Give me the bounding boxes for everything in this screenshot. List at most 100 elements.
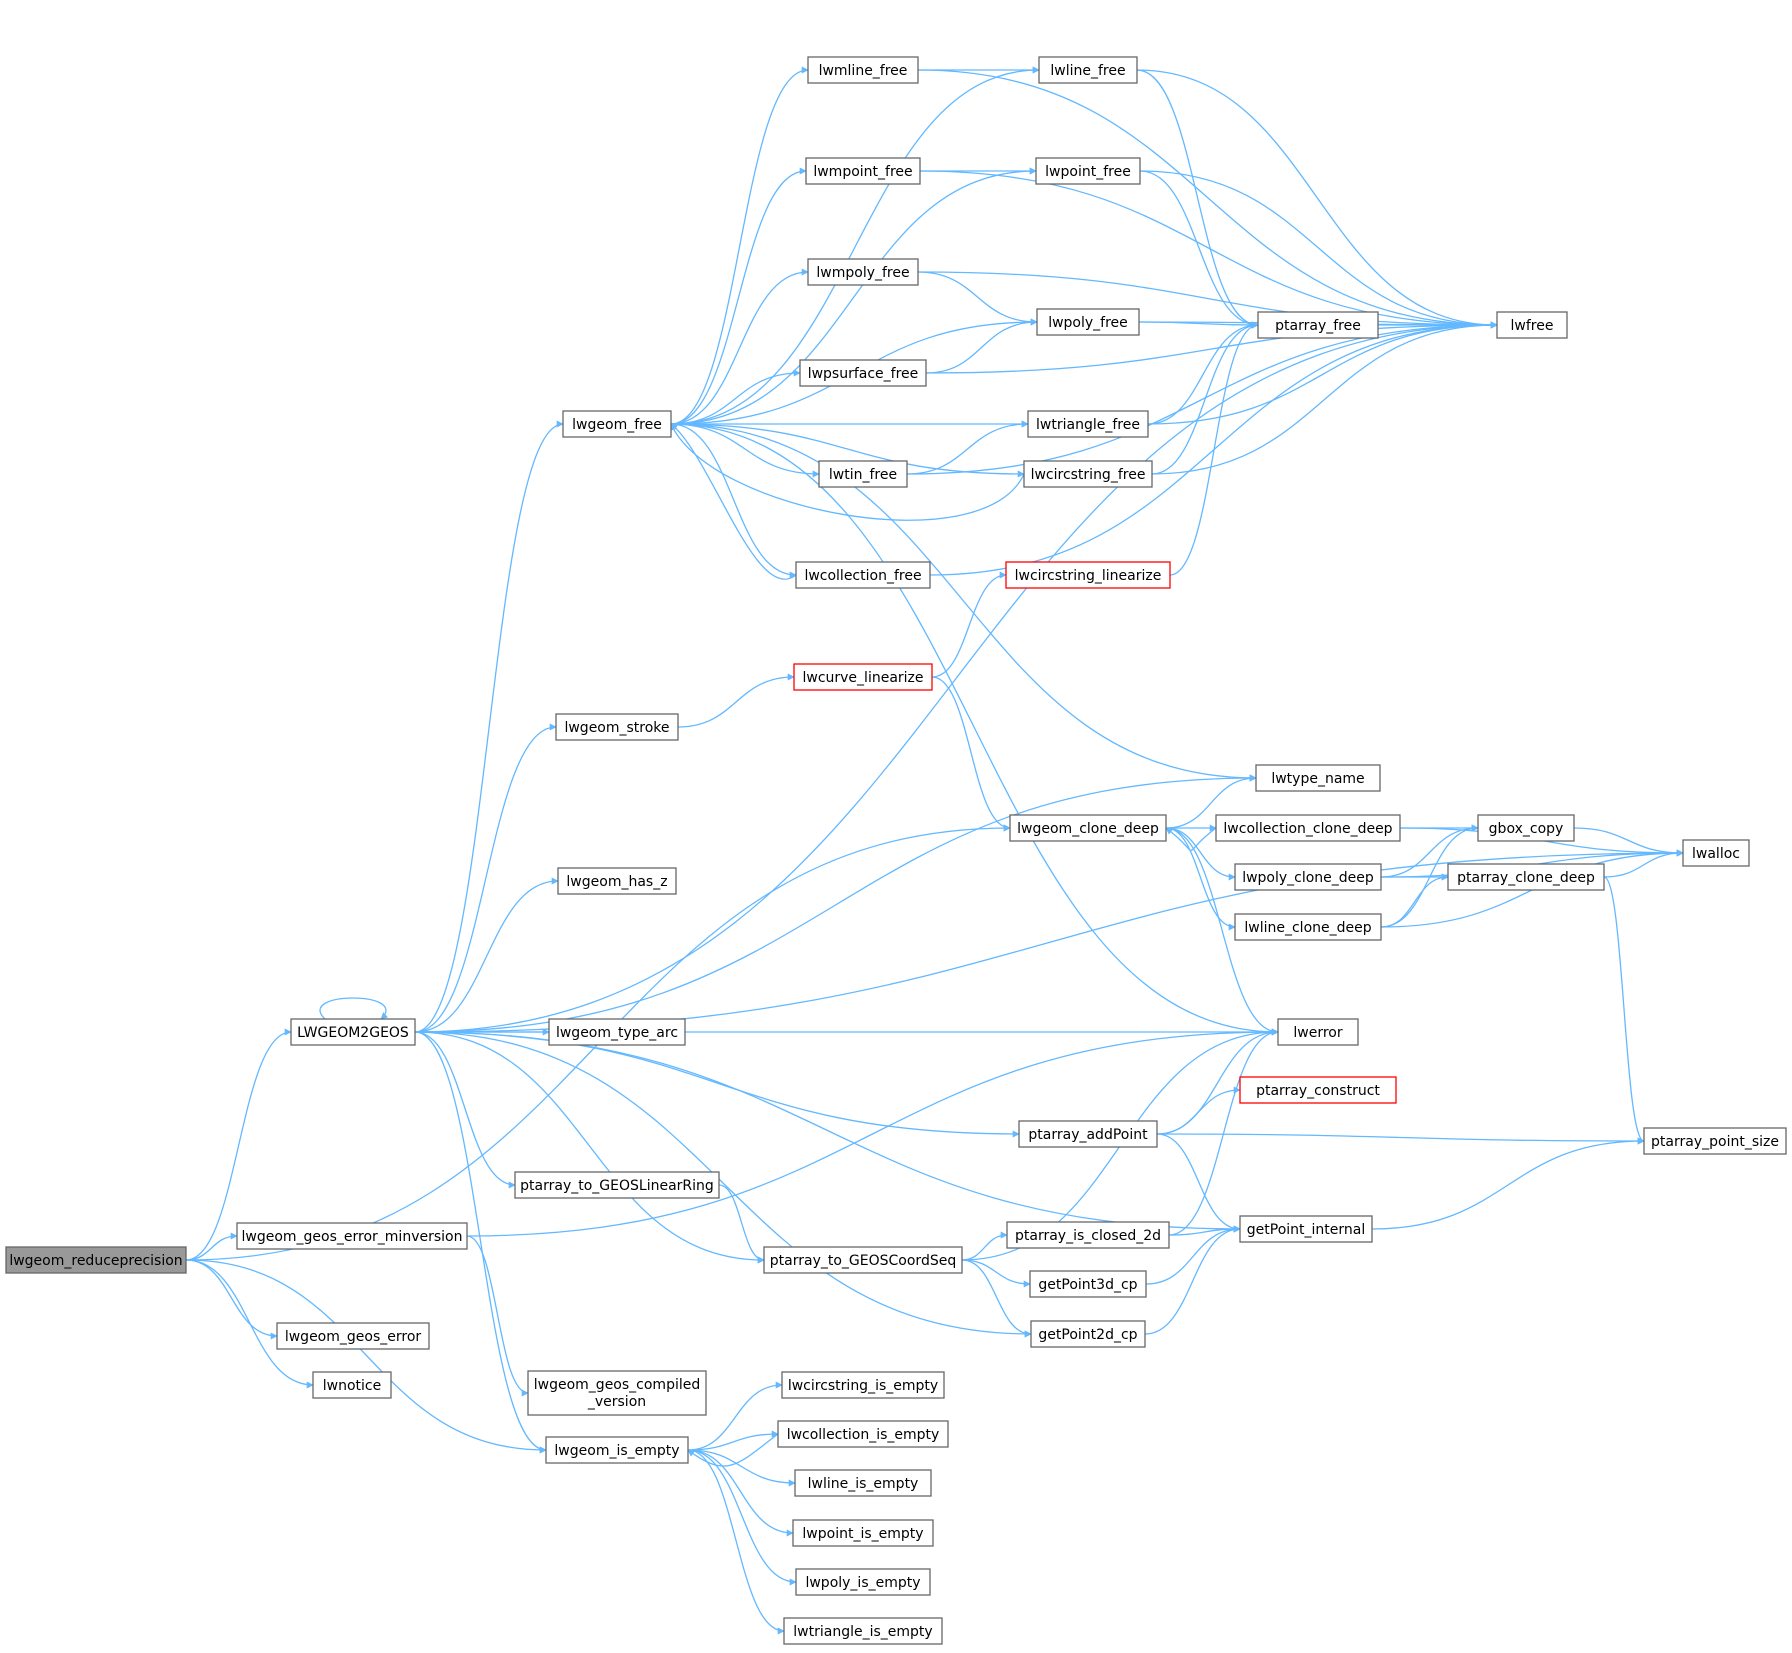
- node-gbox_copy[interactable]: gbox_copy: [1477, 814, 1575, 842]
- node-lwmline_free[interactable]: lwmline_free: [807, 56, 919, 84]
- node-lwtriangle_free[interactable]: lwtriangle_free: [1027, 410, 1149, 438]
- node-lwpoly_clone_deep[interactable]: lwpoly_clone_deep: [1234, 863, 1382, 891]
- node-LWGEOM2GEOS[interactable]: LWGEOM2GEOS: [290, 1018, 416, 1046]
- node-lwgeom_geos_error[interactable]: lwgeom_geos_error: [276, 1322, 430, 1350]
- node-lwcircstring_linearize[interactable]: lwcircstring_linearize: [1005, 561, 1171, 589]
- node-box[interactable]: [1239, 1076, 1397, 1104]
- node-box[interactable]: [794, 1469, 932, 1497]
- node-lwtype_name[interactable]: lwtype_name: [1255, 764, 1381, 792]
- node-lwpoint_free[interactable]: lwpoint_free: [1035, 157, 1141, 185]
- node-box[interactable]: [1643, 1127, 1787, 1155]
- node-box[interactable]: [1215, 814, 1401, 842]
- node-box[interactable]: [1682, 839, 1750, 867]
- node-lwfree[interactable]: lwfree: [1496, 311, 1568, 339]
- node-box[interactable]: [548, 1018, 686, 1046]
- node-lwnotice[interactable]: lwnotice: [312, 1371, 392, 1399]
- node-ptarray_to_GEOSLinearRing[interactable]: ptarray_to_GEOSLinearRing: [514, 1171, 720, 1199]
- node-box[interactable]: [1255, 764, 1381, 792]
- node-getPoint_internal[interactable]: getPoint_internal: [1239, 1215, 1373, 1243]
- node-lwgeom_geos_compiled_version[interactable]: lwgeom_geos_compiled_version: [527, 1370, 707, 1416]
- node-box[interactable]: [1234, 863, 1382, 891]
- node-lwgeom_has_z[interactable]: lwgeom_has_z: [557, 867, 677, 895]
- node-box[interactable]: [1038, 56, 1138, 84]
- node-box[interactable]: [1006, 1221, 1170, 1249]
- node-box[interactable]: [1257, 311, 1379, 339]
- node-lwmpoint_free[interactable]: lwmpoint_free: [805, 157, 921, 185]
- node-lwpoly_free[interactable]: lwpoly_free: [1036, 308, 1140, 336]
- node-box[interactable]: [793, 663, 933, 691]
- node-box[interactable]: [792, 1519, 934, 1547]
- node-box[interactable]: [1447, 863, 1605, 891]
- node-box[interactable]: [1005, 561, 1171, 589]
- node-lwpsurface_free[interactable]: lwpsurface_free: [799, 359, 927, 387]
- node-ptarray_addPoint[interactable]: ptarray_addPoint: [1018, 1120, 1158, 1148]
- node-lwerror[interactable]: lwerror: [1277, 1018, 1359, 1046]
- node-box[interactable]: [290, 1018, 416, 1046]
- node-box[interactable]: [555, 713, 679, 741]
- node-box[interactable]: [1027, 410, 1149, 438]
- node-lwcircstring_free[interactable]: lwcircstring_free: [1023, 460, 1153, 488]
- node-lwline_clone_deep[interactable]: lwline_clone_deep: [1234, 913, 1382, 941]
- node-box[interactable]: [562, 410, 672, 438]
- node-ptarray_clone_deep[interactable]: ptarray_clone_deep: [1447, 863, 1605, 891]
- node-box[interactable]: [545, 1436, 689, 1464]
- node-box[interactable]: [1239, 1215, 1373, 1243]
- node-lwcollection_free[interactable]: lwcollection_free: [795, 561, 931, 589]
- node-box[interactable]: [527, 1370, 707, 1416]
- node-box[interactable]: [805, 157, 921, 185]
- node-box[interactable]: [1036, 308, 1140, 336]
- node-lwgeom_clone_deep[interactable]: lwgeom_clone_deep: [1009, 814, 1167, 842]
- node-box[interactable]: [783, 1617, 943, 1645]
- node-box[interactable]: [795, 561, 931, 589]
- node-getPoint2d_cp[interactable]: getPoint2d_cp: [1030, 1320, 1146, 1348]
- node-lwmpoly_free[interactable]: lwmpoly_free: [807, 258, 919, 286]
- node-ptarray_is_closed_2d[interactable]: ptarray_is_closed_2d: [1006, 1221, 1170, 1249]
- node-ptarray_point_size[interactable]: ptarray_point_size: [1643, 1127, 1787, 1155]
- node-lwcollection_clone_deep[interactable]: lwcollection_clone_deep: [1215, 814, 1401, 842]
- node-lwtin_free[interactable]: lwtin_free: [818, 460, 908, 488]
- node-lwpoint_is_empty[interactable]: lwpoint_is_empty: [792, 1519, 934, 1547]
- node-box[interactable]: [818, 460, 908, 488]
- node-lwcollection_is_empty[interactable]: lwcollection_is_empty: [777, 1420, 949, 1448]
- node-box[interactable]: [799, 359, 927, 387]
- node-box[interactable]: [1029, 1270, 1147, 1298]
- node-box[interactable]: [777, 1420, 949, 1448]
- node-lwcircstring_is_empty[interactable]: lwcircstring_is_empty: [781, 1371, 945, 1399]
- node-box[interactable]: [1477, 814, 1575, 842]
- node-lwline_is_empty[interactable]: lwline_is_empty: [794, 1469, 932, 1497]
- node-box[interactable]: [276, 1322, 430, 1350]
- node-box[interactable]: [763, 1246, 963, 1274]
- node-box[interactable]: [781, 1371, 945, 1399]
- node-ptarray_to_GEOSCoordSeq[interactable]: ptarray_to_GEOSCoordSeq: [763, 1246, 963, 1274]
- node-box[interactable]: [557, 867, 677, 895]
- node-ptarray_construct[interactable]: ptarray_construct: [1239, 1076, 1397, 1104]
- node-box[interactable]: [5, 1246, 187, 1274]
- node-box[interactable]: [807, 258, 919, 286]
- node-box[interactable]: [1234, 913, 1382, 941]
- node-lwgeom_free[interactable]: lwgeom_free: [562, 410, 672, 438]
- node-lwpoly_is_empty[interactable]: lwpoly_is_empty: [795, 1568, 931, 1596]
- node-box[interactable]: [514, 1171, 720, 1199]
- node-box[interactable]: [1018, 1120, 1158, 1148]
- node-box[interactable]: [312, 1371, 392, 1399]
- node-lwtriangle_is_empty[interactable]: lwtriangle_is_empty: [783, 1617, 943, 1645]
- node-box[interactable]: [1035, 157, 1141, 185]
- node-box[interactable]: [807, 56, 919, 84]
- node-box[interactable]: [1023, 460, 1153, 488]
- node-getPoint3d_cp[interactable]: getPoint3d_cp: [1029, 1270, 1147, 1298]
- node-lwgeom_reduceprecision[interactable]: lwgeom_reduceprecision: [5, 1246, 187, 1274]
- node-lwgeom_stroke[interactable]: lwgeom_stroke: [555, 713, 679, 741]
- node-lwalloc[interactable]: lwalloc: [1682, 839, 1750, 867]
- node-lwgeom_geos_error_minversion[interactable]: lwgeom_geos_error_minversion: [236, 1222, 468, 1250]
- node-lwline_free[interactable]: lwline_free: [1038, 56, 1138, 84]
- node-ptarray_free[interactable]: ptarray_free: [1257, 311, 1379, 339]
- node-lwcurve_linearize[interactable]: lwcurve_linearize: [793, 663, 933, 691]
- node-box[interactable]: [236, 1222, 468, 1250]
- node-lwgeom_type_arc[interactable]: lwgeom_type_arc: [548, 1018, 686, 1046]
- node-box[interactable]: [1277, 1018, 1359, 1046]
- node-box[interactable]: [795, 1568, 931, 1596]
- node-lwgeom_is_empty[interactable]: lwgeom_is_empty: [545, 1436, 689, 1464]
- node-box[interactable]: [1030, 1320, 1146, 1348]
- node-box[interactable]: [1009, 814, 1167, 842]
- node-box[interactable]: [1496, 311, 1568, 339]
